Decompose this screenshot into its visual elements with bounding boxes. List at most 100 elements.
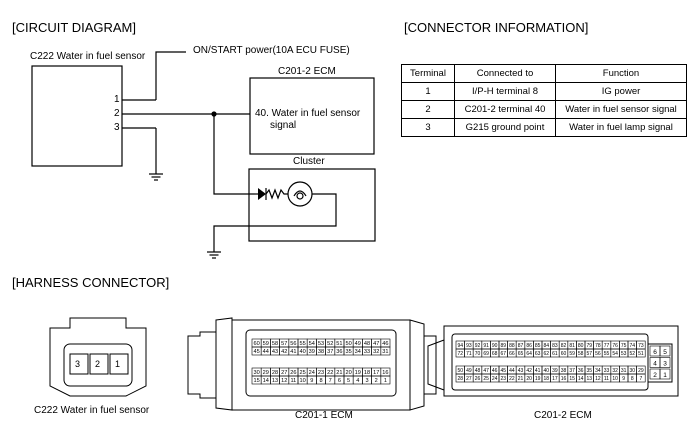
- connector-pin-cell: [380, 375, 391, 385]
- connector-pin-number: 18: [364, 370, 370, 376]
- sensor-connector-face: [63, 343, 133, 387]
- connector-pin-number: 30: [253, 370, 259, 376]
- connector-pin-number: 26: [290, 370, 296, 376]
- connector-pin-number: 54: [309, 341, 315, 347]
- connector-pin-number: 59: [569, 351, 575, 357]
- connector-pin-number: 14: [578, 376, 584, 382]
- connector-pin-number: 11: [604, 376, 609, 382]
- connector-pin-number: 38: [318, 349, 324, 355]
- connector-pin-number: 41: [535, 368, 541, 374]
- connector-pin-number: 4: [356, 378, 359, 384]
- connector-pin-number: 43: [518, 368, 524, 374]
- connector-pin-number: 46: [382, 341, 388, 347]
- connector-pin-number: 58: [272, 341, 278, 347]
- connector-pin-number: 40: [544, 368, 550, 374]
- table-row: 1 I/P-H terminal 8 IG power: [401, 82, 687, 101]
- connector-pin-number: 49: [466, 368, 472, 374]
- sensor-pin-box: [89, 353, 109, 375]
- connector-pin-number: 36: [336, 349, 342, 355]
- connector-pin-number: 41: [290, 349, 296, 355]
- connector-pin-number: 5: [347, 378, 350, 384]
- connector-pin-number: 46: [492, 368, 498, 374]
- power-label: ON/START power(10A ECU FUSE): [193, 45, 350, 56]
- connector-pin-number: 73: [638, 343, 644, 349]
- connector-pin-number: 26: [475, 376, 481, 382]
- ecm-signal-line2: signal: [270, 120, 297, 131]
- connector-pin-number: 8: [319, 378, 322, 384]
- connector-pin-number: 22: [509, 376, 515, 382]
- connector-pin-number: 57: [281, 341, 287, 347]
- connector-pin-number: 59: [263, 341, 269, 347]
- connector-pin-number: 90: [492, 343, 498, 349]
- connector-pin-number: 50: [345, 341, 351, 347]
- connector-pin-number: 54: [612, 351, 618, 357]
- connector-pin-number: 19: [535, 376, 541, 382]
- sensor-label: C222 Water in fuel sensor: [30, 51, 146, 62]
- connector-pin-number: 52: [327, 341, 333, 347]
- connector-pin-number: 55: [604, 351, 610, 357]
- connector-pin-number: 51: [336, 341, 342, 347]
- connector-pin-number: 13: [587, 376, 593, 382]
- connector-pin-cell: [636, 348, 646, 358]
- table-header-row: Terminal Connected to Function: [401, 64, 687, 83]
- connector-pin-number: 9: [310, 378, 313, 384]
- connector-pin-number: 11: [290, 378, 296, 384]
- pin-label-3: 3: [114, 122, 120, 133]
- connector-pin-number: 19: [355, 370, 361, 376]
- connector-pin-number: 8: [631, 376, 634, 382]
- sensor-connector-pin: 2: [95, 359, 101, 369]
- cell-function: Water in fuel lamp signal: [555, 118, 687, 137]
- connector-pin-number: 42: [281, 349, 287, 355]
- diode-arrow: [258, 188, 266, 200]
- connector-side-pin-cell: [659, 345, 671, 357]
- ecm2-side-block: [647, 343, 673, 383]
- connector-pin-number: 53: [621, 351, 627, 357]
- connector-pin-number: 7: [640, 376, 643, 382]
- connector-pin-number: 63: [535, 351, 541, 357]
- connector-pin-cell: [380, 346, 391, 356]
- connector-pin-number: 75: [621, 343, 627, 349]
- connector-pin-number: 70: [475, 351, 481, 357]
- connector-pin-number: 17: [552, 376, 558, 382]
- connector-pin-number: 91: [483, 343, 489, 349]
- connector-pin-number: 10: [612, 376, 618, 382]
- connector-pin-number: 79: [587, 343, 593, 349]
- connector-pin-number: 60: [561, 351, 567, 357]
- sensor-connector-shell: [49, 317, 147, 397]
- connector-pin-number: 67: [501, 351, 507, 357]
- sensor-box: [31, 65, 123, 167]
- connector-pin-number: 53: [318, 341, 324, 347]
- ecm1-left-flange: [215, 317, 233, 411]
- connector-pin-number: 32: [373, 349, 379, 355]
- harness-connector-title: [HARNESS CONNECTOR]: [12, 275, 170, 290]
- connector-pin-number: 28: [458, 376, 464, 382]
- connector-pin-number: 35: [587, 368, 593, 374]
- connector-pin-number: 48: [475, 368, 481, 374]
- connector-pin-number: 23: [501, 376, 507, 382]
- connector-pin-number: 78: [595, 343, 601, 349]
- connector-pin-number: 39: [552, 368, 558, 374]
- ecm1-face: [245, 329, 397, 397]
- ecm2-face: [451, 333, 649, 391]
- connector-pin-number: 35: [345, 349, 351, 355]
- connector-pin-number: 20: [345, 370, 351, 376]
- connector-pin-number: 34: [595, 368, 601, 374]
- connector-pin-number: 61: [552, 351, 558, 357]
- junction-dot: [211, 111, 217, 117]
- connector-information-title: [CONNECTOR INFORMATION]: [404, 20, 589, 35]
- connector-pin-number: 27: [466, 376, 472, 382]
- connector-pin-number: 47: [373, 341, 379, 347]
- connector-pin-number: 68: [492, 351, 498, 357]
- cluster-title: Cluster: [293, 156, 325, 167]
- connector-pin-number: 31: [382, 349, 388, 355]
- connector-pin-number: 51: [638, 351, 644, 357]
- connector-side-pin-cell: [659, 368, 671, 380]
- connector-pin-number: 94: [458, 343, 464, 349]
- connector-pin-number: 84: [544, 343, 550, 349]
- connector-pin-number: 28: [272, 370, 278, 376]
- ecm-signal-line1: 40. Water in fuel sensor: [255, 108, 361, 119]
- connector-pin-number: 64: [526, 351, 532, 357]
- connector-pin-number: 33: [604, 368, 610, 374]
- connector-pin-number: 69: [483, 351, 489, 357]
